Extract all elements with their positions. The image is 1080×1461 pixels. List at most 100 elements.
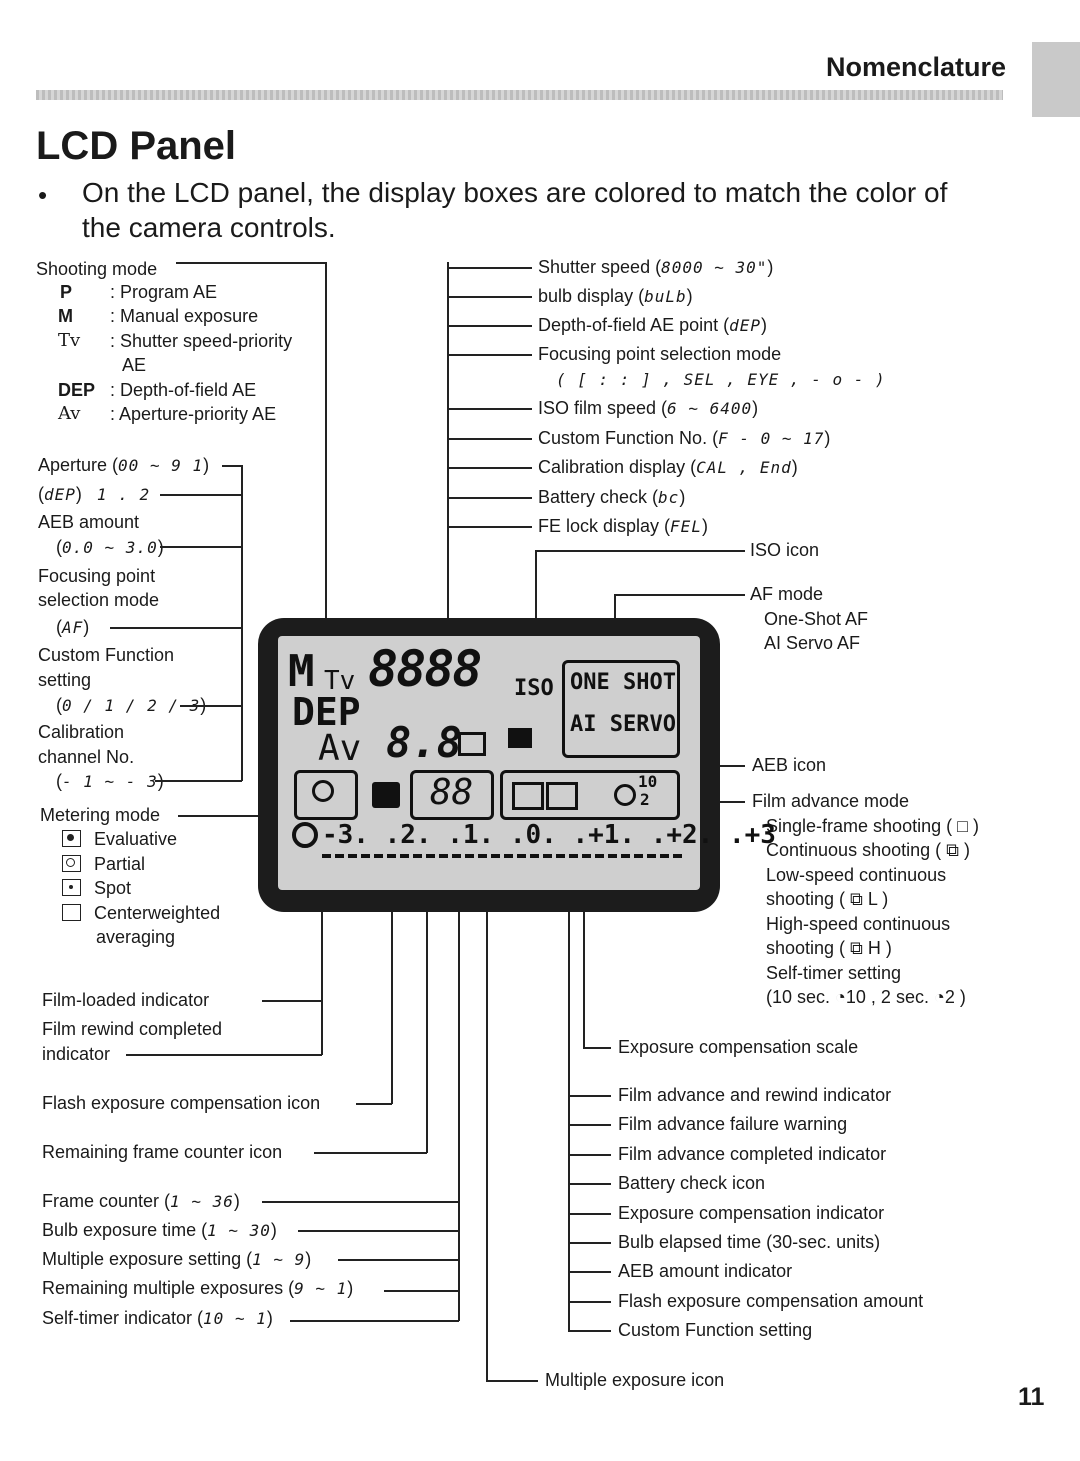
lcd-ai-servo: AI SERVO (570, 712, 676, 737)
self-timer-indicator-label: Self-timer indicator (10 ~ 1) (42, 1308, 273, 1329)
dof-point-close: ) (761, 315, 768, 335)
shooting-mode-label: Shooting mode (36, 259, 158, 279)
flash-comp-icon-label: Flash exposure compensation icon (42, 1093, 321, 1113)
lower-list-item: AEB amount indicator (618, 1261, 793, 1281)
film-rewind-line2: indicator (42, 1044, 111, 1064)
focusing-point-value: (AF) (56, 617, 89, 638)
af-one-shot: One-Shot AF (764, 609, 869, 629)
af-close: ) (83, 617, 90, 637)
mode-key-m: M (58, 306, 73, 326)
leader-line (241, 465, 243, 781)
fe-lock-value: FEL (670, 517, 702, 536)
metering-icon (312, 780, 334, 802)
aeb-icon-label: AEB icon (752, 755, 827, 775)
leader-line (384, 1290, 459, 1292)
evaluative-icon (62, 830, 81, 847)
leader-line (160, 546, 242, 548)
leader-line (447, 438, 532, 440)
fe-lock-label: FE lock display (FEL) (538, 516, 708, 537)
iso-speed-text: ISO film speed ( (538, 398, 668, 418)
leader-line (262, 1201, 459, 1203)
leader-line (535, 550, 745, 552)
film-advance-line: (10 sec. ◔10 , 2 sec. ◔2 ) (766, 987, 966, 1007)
film-advance-line: shooting ( ⧉ H ) (766, 938, 892, 958)
calibration-line2: channel No. (38, 747, 135, 767)
leader-line (447, 526, 532, 528)
metering-partial: Partial (94, 854, 146, 874)
metering-item: Spot (62, 878, 131, 898)
film-advance-label: Film advance mode (752, 791, 910, 811)
bulb-time-range: 1 ~ 30 (207, 1221, 271, 1240)
leader-line (583, 1047, 611, 1049)
lower-list-item: Custom Function setting (618, 1320, 813, 1340)
lcd-frame-digits: 88 (430, 772, 474, 813)
leader-line (447, 262, 449, 702)
dep-value: dEP (44, 485, 76, 504)
custom-function-line2: setting (38, 670, 92, 690)
aperture-label: Aperture (00 ~ 9 1) (38, 455, 209, 476)
af-ai-servo: AI Servo AF (764, 633, 861, 653)
leader-line (356, 1103, 392, 1105)
drive-mode-box (500, 770, 680, 820)
spot-icon (62, 879, 81, 896)
leader-line (447, 267, 532, 269)
film-loaded-label: Film-loaded indicator (42, 990, 210, 1010)
mode-key-p: P (60, 282, 73, 302)
multi-exposure-icon (458, 732, 486, 756)
leader-line (486, 1380, 538, 1382)
metering-mode-label: Metering mode (40, 805, 161, 825)
header-rule (36, 90, 1003, 100)
mode-key-av: Av (58, 403, 81, 424)
leader-line (568, 1095, 611, 1097)
lcd-mode-tv: Tv (324, 666, 356, 696)
leader-line (447, 467, 532, 469)
lower-list-item: Flash exposure compensation amount (618, 1291, 924, 1311)
bulb-time-label: Bulb exposure time (1 ~ 30) (42, 1220, 277, 1241)
self-timer-icon (614, 784, 636, 806)
custom-function-line1: Custom Function (38, 645, 175, 665)
mode-desc-tv: : Shutter speed-priority (110, 331, 293, 351)
dep-extra: 1 . 2 (96, 485, 151, 504)
battery-check-label: Battery check (bc) (538, 487, 685, 508)
lcd-mode-dep: DEP (292, 690, 361, 734)
leader-line (178, 815, 298, 817)
metering-centerweighted: Centerweighted (94, 903, 221, 923)
metering-item: Partial (62, 854, 145, 874)
battery-check-value: bc (658, 488, 680, 507)
side-tab (1032, 42, 1080, 117)
dep-line: (dEP) 1 . 2 (38, 484, 150, 505)
fe-lock-close: ) (701, 516, 708, 536)
single-frame-icon (512, 782, 544, 810)
multi-setting-text: Multiple exposure setting ( (42, 1249, 253, 1269)
remaining-multi-text: Remaining multiple exposures ( (42, 1278, 295, 1298)
mode-key-dep: DEP (58, 380, 96, 400)
page-title: LCD Panel (36, 124, 237, 168)
leader-line (447, 296, 532, 298)
shutter-close: ) (767, 257, 774, 277)
custom-no-text: Custom Function No. ( (538, 428, 719, 448)
lcd-one-shot: ONE SHOT (570, 670, 676, 695)
leader-line (568, 1124, 611, 1126)
leader-line (568, 1271, 611, 1273)
leader-line (160, 494, 242, 496)
fe-lock-text: FE lock display ( (538, 516, 671, 536)
film-advance-line: Self-timer setting (766, 963, 902, 983)
frame-counter-box (410, 770, 494, 820)
leader-line (222, 465, 242, 467)
lcd-panel: M Tv 8888 ISO ONE SHOT AI SERVO DEP Av 8… (258, 618, 776, 912)
intro-line1: On the LCD panel, the display boxes are … (82, 177, 948, 208)
multi-icon-label: Multiple exposure icon (545, 1370, 725, 1390)
lower-list-item: Bulb elapsed time (30-sec. units) (618, 1232, 881, 1252)
calib-display-close: ) (791, 457, 798, 477)
aeb-open: ( (56, 537, 62, 557)
calib-display-value: CAL , End (696, 458, 792, 477)
calib-display-text: Calibration display ( (538, 457, 697, 477)
leader-line (568, 1183, 611, 1185)
dep-open: ( (38, 484, 44, 504)
remaining-multi-range: 9 ~ 1 (294, 1279, 348, 1298)
leader-line (426, 838, 428, 1153)
dep-close: ) (75, 484, 82, 504)
leader-line (447, 408, 532, 410)
exp-comp-scale-label: Exposure compensation scale (618, 1037, 859, 1057)
lcd-screen: M Tv 8888 ISO ONE SHOT AI SERVO DEP Av 8… (278, 636, 776, 890)
